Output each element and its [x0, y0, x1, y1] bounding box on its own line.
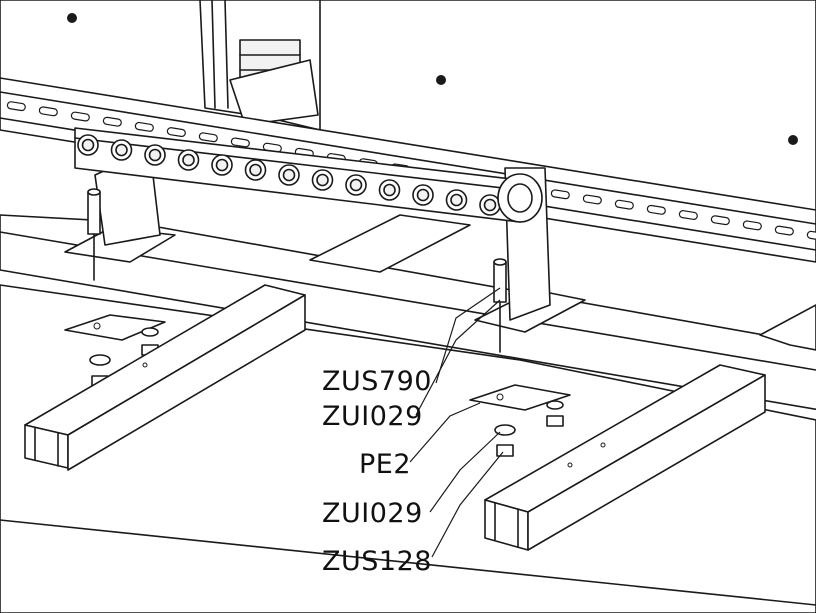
rail-slot	[646, 204, 666, 215]
rail-slot	[166, 127, 186, 138]
right-floor-plate	[469, 384, 571, 457]
rail-slot	[614, 199, 634, 210]
busbar-bolt-head	[483, 198, 497, 212]
busbar-bolt-head	[249, 163, 262, 177]
busbar-bolt-head	[416, 188, 430, 202]
busbar-bolt-head	[349, 178, 363, 192]
callout-zui029-lower: ZUI029	[322, 498, 423, 529]
busbar-bolt-head	[115, 143, 128, 157]
leader-lines	[409, 287, 504, 558]
busbar-bolt-head	[215, 158, 229, 172]
equipment-frame	[199, 0, 321, 131]
rail-slot	[102, 116, 122, 127]
earth-busbar	[74, 127, 543, 223]
rail-slot	[38, 106, 58, 117]
callout-zus128: ZUS128	[322, 546, 432, 577]
rail-slot	[774, 225, 794, 236]
rail-slot	[70, 111, 90, 122]
rail-slot	[230, 137, 250, 148]
left-u-channel	[24, 284, 306, 471]
rail-slot	[678, 210, 698, 220]
rail-slot	[710, 215, 730, 226]
rail-slot	[742, 220, 762, 231]
callout-pe2: PE2	[359, 449, 411, 480]
callout-zui029-upper: ZUI029	[322, 401, 423, 432]
busbar-bolt-head	[383, 183, 396, 197]
rail-slot	[198, 132, 218, 143]
right-u-channel	[484, 364, 766, 551]
callout-zus790: ZUS790	[322, 366, 432, 397]
busbar-bolt-head	[148, 148, 162, 162]
busbar-bolt-head	[316, 173, 329, 187]
rail-slot	[6, 101, 26, 112]
busbar-bolt-head	[450, 193, 463, 207]
busbar-bolt-head	[282, 168, 296, 182]
busbar-bolt-head	[182, 153, 195, 167]
rail-slot	[550, 189, 570, 200]
rail-slot	[134, 121, 154, 132]
rail-slot	[582, 194, 602, 205]
busbar-bolt-head	[81, 138, 95, 152]
